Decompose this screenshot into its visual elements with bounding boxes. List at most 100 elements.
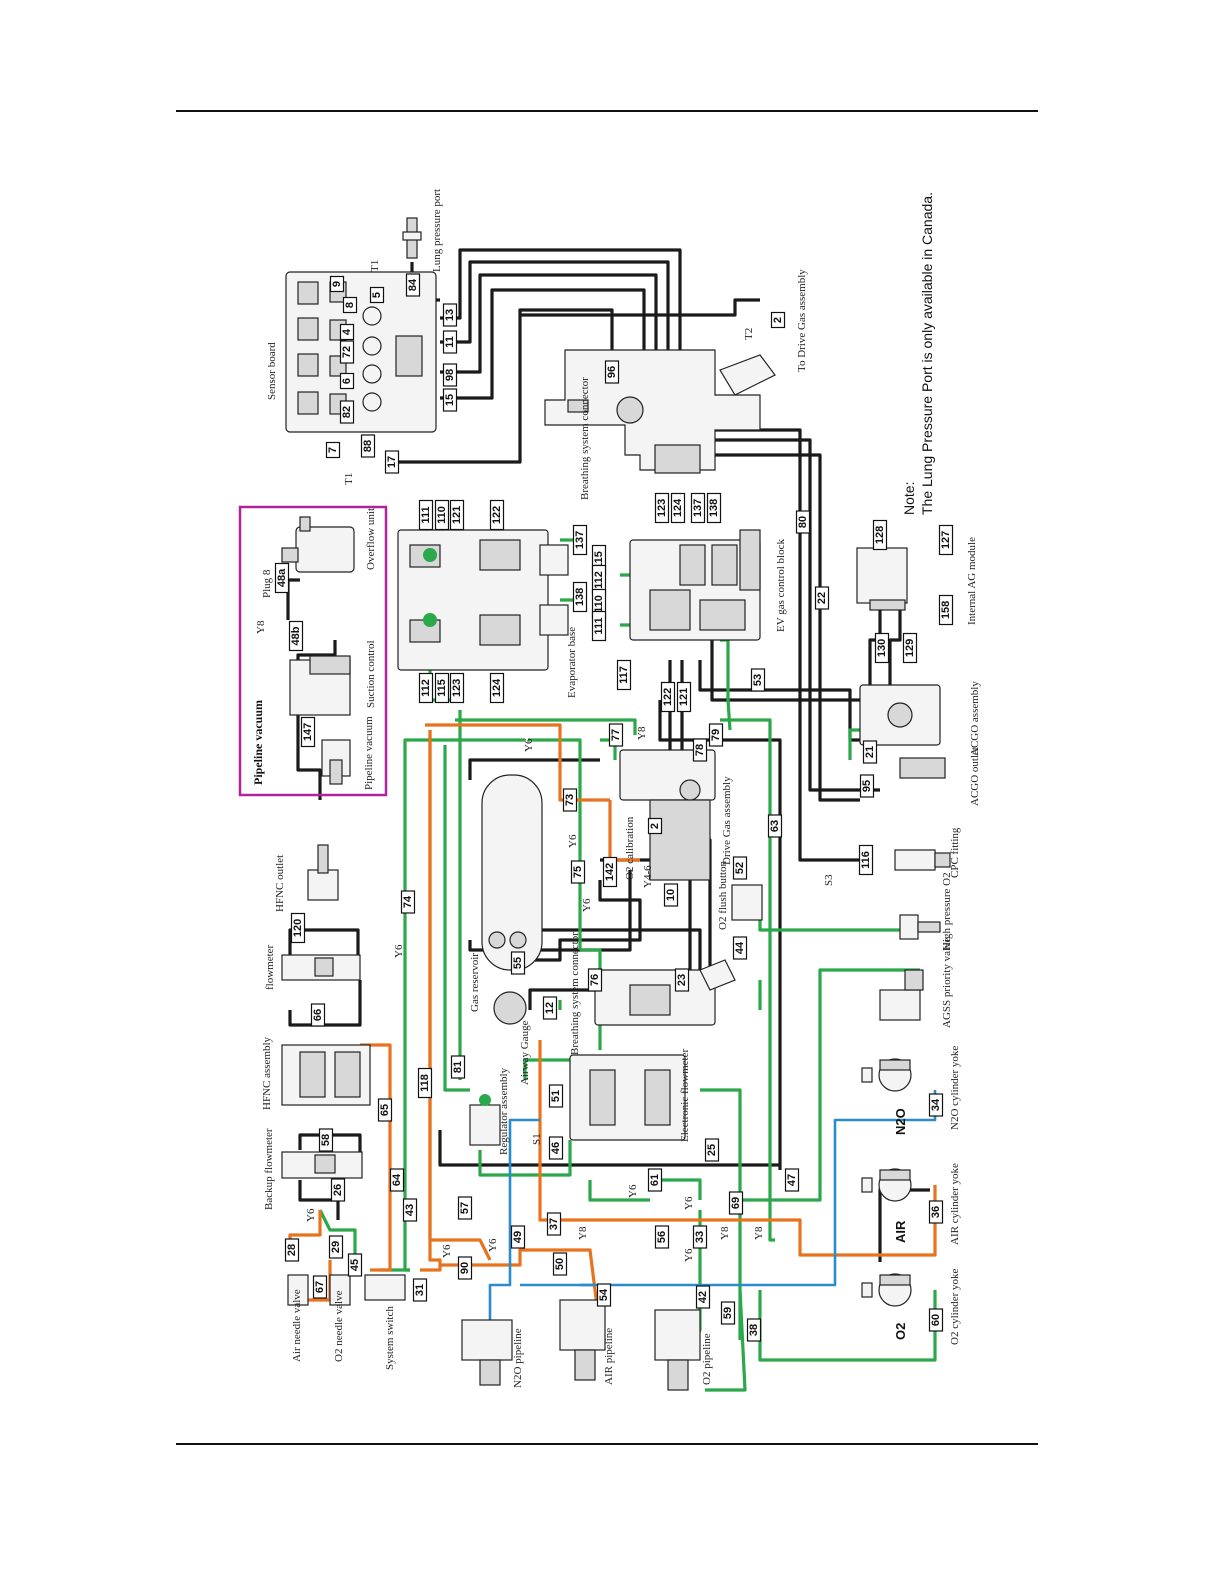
tag-box <box>604 360 620 384</box>
tag-label: 56 <box>656 1231 668 1243</box>
tag-label: 23 <box>676 974 688 986</box>
tag-t66: 66 <box>310 1003 326 1027</box>
label-acgo-assembly: ACGO assembly <box>969 681 981 756</box>
tag-t54: 54 <box>596 1283 612 1307</box>
label-y6-e: Y6 <box>305 1208 317 1222</box>
tag-box <box>591 610 607 642</box>
tag-t75: 75 <box>570 860 586 884</box>
tag-t128: 128 <box>872 519 888 551</box>
orange-pipes <box>288 723 937 1341</box>
tag-t77: 77 <box>608 723 624 747</box>
tag-box <box>858 844 874 876</box>
tag-label: 36 <box>930 1206 942 1218</box>
label-system-switch: System switch <box>384 1306 396 1370</box>
tag-t98: 98 <box>442 363 458 387</box>
tag-box <box>405 273 421 297</box>
label-gas-air: AIR <box>893 1220 908 1243</box>
tag-t76: 76 <box>587 968 603 992</box>
tag-label: 111 <box>593 617 605 634</box>
tag-box <box>720 1301 736 1325</box>
tag-box <box>402 1198 418 1222</box>
tag-t123b: 123 <box>654 492 670 524</box>
tag-box <box>400 890 416 914</box>
tag-t8: 8 <box>342 296 358 314</box>
tag-t124a: 124 <box>489 672 505 704</box>
tag-box <box>928 1200 944 1224</box>
label-flowmeter: flowmeter <box>264 944 276 990</box>
tag-label: 15 <box>444 394 456 406</box>
tag-t115a: 115 <box>434 672 450 704</box>
acgo-assembly <box>859 684 946 779</box>
tag-label: 82 <box>341 406 353 418</box>
tag-box <box>746 1318 762 1342</box>
tag-t121a: 121 <box>449 499 465 531</box>
tag-t116: 116 <box>858 844 874 876</box>
label-electronic-flowmeter: Electronic flowmeter <box>679 1049 691 1142</box>
tag-label: 122 <box>491 506 503 524</box>
tag-label: 38 <box>748 1324 760 1336</box>
label-pipeline-vacuum-title: Pipeline vacuum <box>251 700 265 785</box>
tag-label: 57 <box>459 1202 471 1214</box>
tag-box <box>418 672 434 704</box>
o2-needle-valve <box>329 1274 351 1306</box>
label-gas-reservoir: Gas reservoir <box>469 953 481 1012</box>
tag-box <box>418 499 434 531</box>
n2o-pipeline-fitting <box>461 1319 513 1386</box>
tag-box <box>457 1196 473 1220</box>
tag-box <box>450 1055 466 1079</box>
tag-label: 11 <box>444 336 456 348</box>
tag-box <box>347 1253 363 1277</box>
tag-t38: 38 <box>746 1318 762 1342</box>
tag-label: 123 <box>656 499 668 517</box>
tag-box <box>690 492 706 524</box>
label-t1-bottom: T1 <box>343 473 355 485</box>
tag-box <box>795 510 811 534</box>
tag-box <box>647 817 663 835</box>
backup-flowmeter <box>281 1151 363 1179</box>
tag-label: 72 <box>341 346 353 358</box>
label-y6-j: Y6 <box>683 1248 695 1262</box>
tag-t122a: 122 <box>489 499 505 531</box>
label-o2-calibration: O2 calibration <box>624 816 636 880</box>
tag-label: 8 <box>344 302 356 308</box>
label-agss: AGSS priority valve <box>941 937 953 1028</box>
tag-box <box>434 672 450 704</box>
tag-label: 5 <box>371 292 383 298</box>
hfnc-flowmeter <box>281 954 361 981</box>
tag-box <box>442 330 458 354</box>
tag-box <box>318 1128 334 1152</box>
tag-box <box>663 883 679 907</box>
cpc-fitting <box>894 849 951 871</box>
tag-label: 138 <box>708 499 720 517</box>
hfnc-outlet <box>307 844 339 901</box>
tag-label: 37 <box>548 1218 560 1230</box>
tag-t138b: 138 <box>706 492 722 524</box>
tag-t111b: 111 <box>591 610 607 642</box>
label-y8-d: Y8 <box>636 726 648 740</box>
tag-t50: 50 <box>552 1252 568 1276</box>
tag-box <box>442 363 458 387</box>
tag-box <box>654 1225 670 1249</box>
tag-label: 88 <box>362 440 374 452</box>
tag-t88: 88 <box>360 434 376 458</box>
tag-label: 124 <box>672 498 684 517</box>
tag-label: 67 <box>314 1281 326 1293</box>
tag-t49: 49 <box>510 1225 526 1249</box>
tag-t53: 53 <box>750 668 766 692</box>
label-drive-gas: Drive Gas assembly <box>721 776 733 865</box>
label-n2o-yoke: N2O cylinder yoke <box>949 1046 961 1130</box>
label-gas-o2: O2 <box>893 1323 908 1340</box>
tag-box <box>339 323 355 341</box>
o2-flush-button <box>731 884 763 921</box>
tag-box <box>587 968 603 992</box>
label-evaporator-base: Evaporator base <box>566 627 578 698</box>
tag-label: 66 <box>312 1009 324 1021</box>
breathing-system-connector-top <box>544 349 776 474</box>
tag-t137a: 137 <box>572 524 588 556</box>
tag-t48a: 48a <box>274 562 290 594</box>
tag-t74: 74 <box>400 890 416 914</box>
tag-box <box>290 912 306 944</box>
tag-t34: 34 <box>928 1093 944 1117</box>
tag-label: 51 <box>550 1090 562 1102</box>
